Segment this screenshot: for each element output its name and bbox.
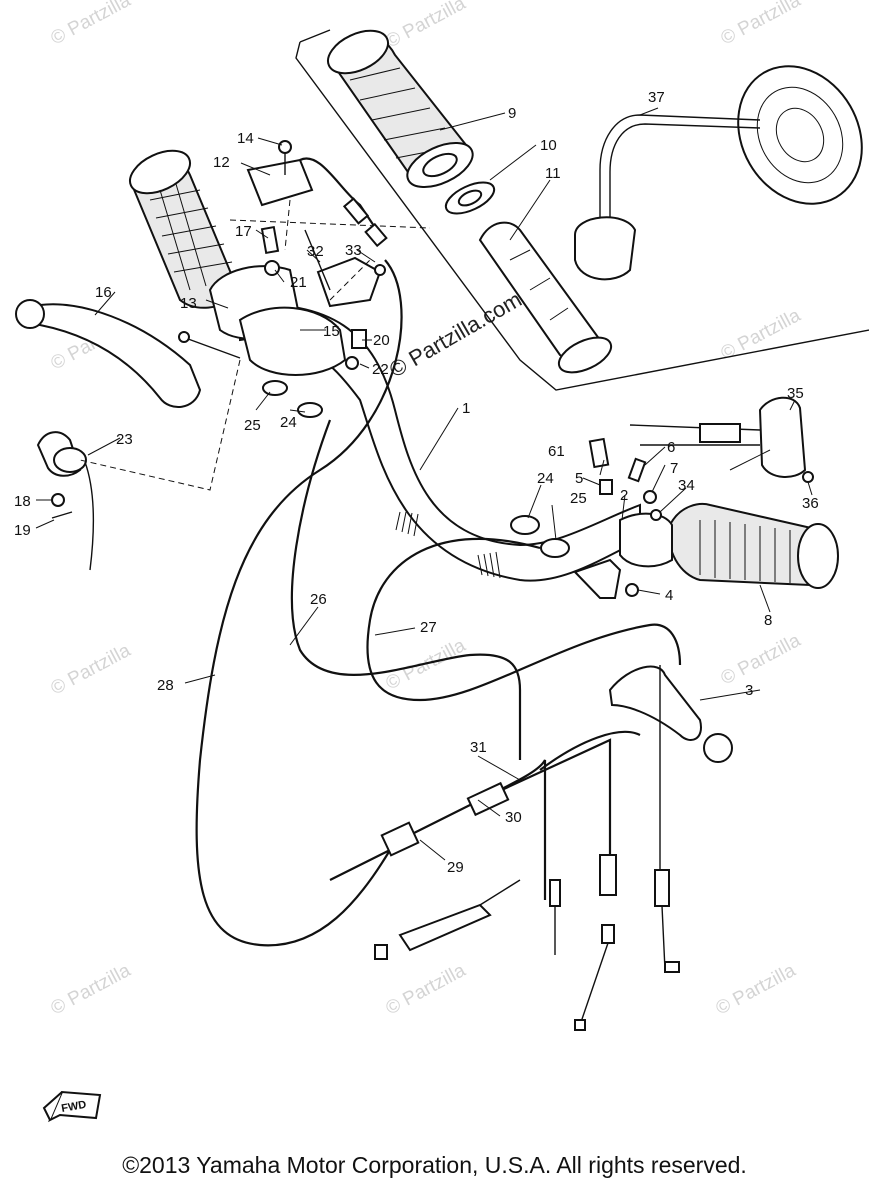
callout-7: 7 [670, 460, 678, 477]
fwd-arrow-icon: FWD [42, 1090, 102, 1123]
watermark-text: © Partzilla [717, 630, 804, 690]
callout-61: 61 [548, 443, 565, 460]
callout-29: 29 [447, 859, 464, 876]
leader-lines [35, 107, 813, 861]
callout-20: 20 [373, 332, 390, 349]
right-switch [629, 396, 814, 483]
callout-18: 18 [14, 493, 31, 510]
callout-9: 9 [508, 105, 516, 122]
callout-16: 16 [95, 284, 112, 301]
callout-19: 19 [14, 522, 31, 539]
callout-34: 34 [678, 477, 695, 494]
callout-3: 3 [745, 682, 753, 699]
watermark-text: © Partzilla [712, 960, 799, 1020]
inset-frame [295, 41, 869, 391]
callout-2: 2 [620, 487, 628, 504]
kill-switch [36, 431, 94, 571]
watermark-text: © Partzilla [717, 0, 804, 49]
optional-grip-set [327, 29, 613, 374]
watermark-text: © Partzilla [382, 635, 469, 695]
bracket [316, 256, 386, 370]
mirror [574, 65, 863, 281]
callout-1: 1 [462, 400, 470, 417]
cable-adjusters [262, 380, 570, 558]
callouts: 1 2 3 4 5 6 7 8 9 10 11 12 13 14 15 16 1… [14, 89, 819, 876]
callout-22: 22 [372, 361, 389, 378]
callout-32: 32 [307, 243, 324, 260]
callout-15: 15 [323, 323, 340, 340]
callout-6: 6 [667, 439, 675, 456]
watermark-dark-text: © Partzilla.com [385, 287, 526, 383]
callout-8: 8 [764, 612, 772, 629]
fwd-label: FWD [60, 1099, 87, 1115]
callout-5: 5 [575, 470, 583, 487]
left-grip [128, 149, 242, 309]
inset-frame-top [299, 29, 331, 43]
watermark-text: © Partzilla [382, 0, 469, 52]
callout-25-left: 25 [244, 417, 261, 434]
throttle-housing [208, 140, 347, 376]
callout-25-right: 25 [570, 490, 587, 507]
callout-4: 4 [665, 587, 673, 604]
callout-31: 31 [470, 739, 487, 756]
left-lever [15, 299, 241, 408]
callout-26: 26 [310, 591, 327, 608]
callout-28: 28 [157, 677, 174, 694]
watermark-text: © Partzilla [717, 305, 804, 365]
callout-24-right: 24 [537, 470, 554, 487]
callout-23: 23 [116, 431, 133, 448]
watermark-text: © Partzilla [47, 0, 134, 49]
copyright-notice: ©2013 Yamaha Motor Corporation, U.S.A. A… [122, 1152, 747, 1178]
callout-30: 30 [505, 809, 522, 826]
callout-36: 36 [802, 495, 819, 512]
right-lever [608, 665, 733, 880]
callout-14: 14 [237, 130, 254, 147]
callout-10: 10 [540, 137, 557, 154]
callout-33: 33 [345, 242, 362, 259]
assembly-guides [79, 199, 431, 491]
callout-21: 21 [290, 274, 307, 291]
callout-24-left: 24 [280, 414, 297, 431]
callout-17: 17 [235, 223, 252, 240]
watermark-text: © Partzilla [382, 960, 469, 1020]
callout-27: 27 [420, 619, 437, 636]
callout-37: 37 [648, 89, 665, 106]
callout-35: 35 [787, 385, 804, 402]
callout-12: 12 [213, 154, 230, 171]
handlebar [239, 303, 641, 582]
watermark-text: © Partzilla [47, 960, 134, 1020]
callout-11: 11 [545, 165, 561, 182]
watermark-text: © Partzilla [47, 640, 134, 700]
callout-13: 13 [180, 295, 197, 312]
cables [195, 157, 682, 1031]
right-grip [619, 503, 839, 589]
